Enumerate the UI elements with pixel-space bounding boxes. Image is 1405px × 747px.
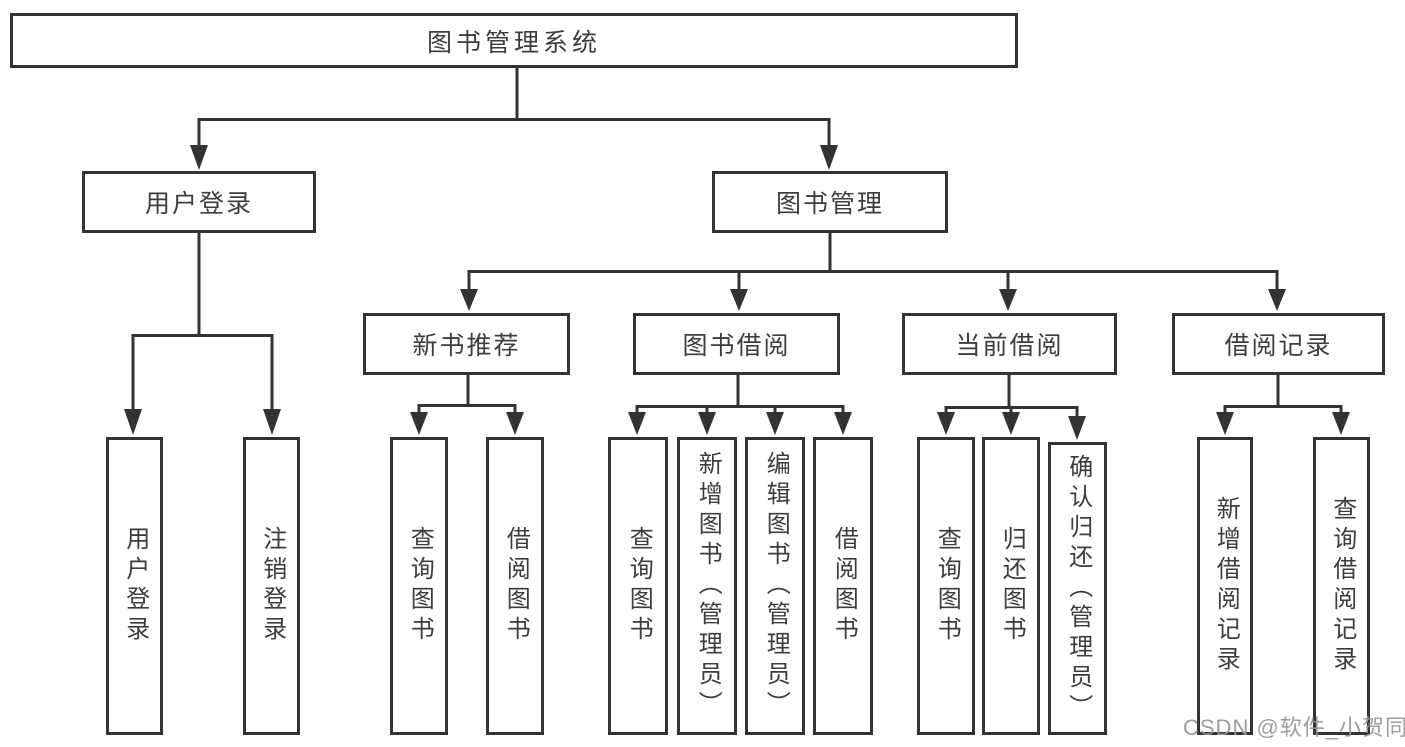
leaf-borrow-query-books-label: 查询图书 [625,526,653,646]
node-current-borrow-label: 当前借阅 [955,332,1064,360]
node-root-label: 图书管理系统 [426,28,601,57]
leaf-recommend-query-books: 查询图书 [390,437,448,735]
leaf-borrow-query-books: 查询图书 [608,437,668,735]
leaf-confirm-return-admin: 确认归还（管理员） [1048,442,1107,735]
leaf-borrow-books-label: 借阅图书 [830,526,858,646]
leaf-add-books-admin-label: 新增图书（管理员） [694,451,722,721]
leaf-query-borrow-record-label: 查询借阅记录 [1328,496,1356,676]
leaf-current-query-books-label: 查询图书 [933,526,961,646]
leaf-logout-label: 注销登录 [258,526,286,646]
arrowheads [124,145,1350,440]
node-book-management: 图书管理 [712,171,948,233]
node-borrow-records-label: 借阅记录 [1224,332,1333,360]
leaf-add-books-admin: 新增图书（管理员） [677,437,737,735]
leaf-recommend-borrow-books-label: 借阅图书 [502,526,530,646]
node-borrow-records: 借阅记录 [1172,313,1385,375]
node-user-login: 用户登录 [82,171,316,233]
node-root: 图书管理系统 [10,13,1018,68]
node-user-login-label: 用户登录 [144,190,253,218]
leaf-query-borrow-record: 查询借阅记录 [1313,437,1370,735]
leaf-logout: 注销登录 [243,437,300,735]
node-book-management-label: 图书管理 [775,190,884,218]
leaf-user-login: 用户登录 [106,437,163,735]
csdn-watermark: CSDN @软件_小贺同学 [1183,715,1405,740]
node-new-book-recommend: 新书推荐 [363,313,570,375]
leaf-confirm-return-admin-label: 确认归还（管理员） [1064,453,1092,724]
leaf-edit-books-admin: 编辑图书（管理员） [745,437,805,735]
leaf-return-books-label: 归还图书 [998,526,1026,646]
leaf-recommend-query-books-label: 查询图书 [406,526,434,646]
leaf-current-query-books: 查询图书 [917,437,975,735]
leaf-borrow-books: 借阅图书 [813,437,873,735]
node-book-borrow-label: 图书借阅 [682,332,791,360]
node-new-book-recommend-label: 新书推荐 [412,332,521,360]
leaf-add-borrow-record: 新增借阅记录 [1197,437,1253,735]
node-book-borrow: 图书借阅 [633,313,840,375]
leaf-add-borrow-record-label: 新增借阅记录 [1212,496,1240,676]
leaf-user-login-label: 用户登录 [121,526,149,646]
leaf-return-books: 归还图书 [982,437,1040,735]
leaf-edit-books-admin-label: 编辑图书（管理员） [762,451,790,721]
node-current-borrow: 当前借阅 [902,313,1117,375]
leaf-recommend-borrow-books: 借阅图书 [486,437,544,735]
